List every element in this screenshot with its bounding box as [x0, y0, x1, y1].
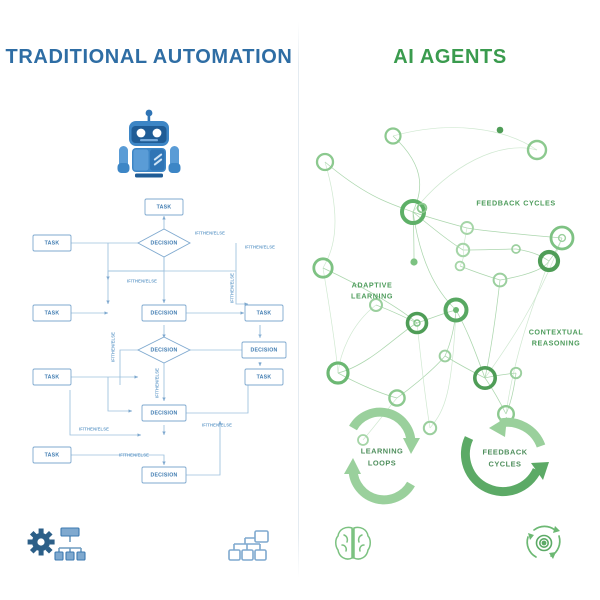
flow-node-task: TASK — [32, 446, 72, 464]
flow-node-task: TASK — [244, 304, 284, 322]
flow-condition-labels: IF/THEN/ELSE IF/THEN/ELSE IF/THEN/ELSE I… — [79, 231, 275, 458]
network-region-labels: FEEDBACK CYCLES ADAPTIVE LEARNING CONTEX… — [351, 199, 583, 348]
flow-node-task: TASK — [244, 368, 284, 386]
svg-text:DECISION: DECISION — [150, 348, 177, 354]
svg-text:REASONING: REASONING — [532, 339, 580, 348]
svg-text:IF/THEN/ELSE: IF/THEN/ELSE — [79, 427, 109, 432]
flow-node-decision: DECISION — [136, 336, 192, 364]
robot-icon — [117, 109, 181, 178]
feedback-cycles-diagram: FEEDBACK CYCLES — [460, 417, 549, 497]
ai-agents-panel: AI AGENTS — [300, 0, 600, 600]
svg-text:DECISION: DECISION — [150, 311, 177, 317]
svg-text:DECISION: DECISION — [150, 241, 177, 247]
traditional-flowchart: TASK TASK TASK TASK TASK TASK TASK DECIS… — [32, 198, 287, 484]
left-panel-title: TRADITIONAL AUTOMATION — [5, 46, 293, 68]
svg-text:TASK: TASK — [257, 375, 272, 381]
svg-text:IF/THEN/ELSE: IF/THEN/ELSE — [202, 423, 232, 428]
svg-text:TASK: TASK — [257, 311, 272, 317]
hierarchy-icon — [228, 530, 269, 561]
svg-text:LEARNING: LEARNING — [351, 292, 393, 301]
right-panel-title: AI AGENTS — [393, 46, 507, 68]
flow-node-task: TASK — [32, 304, 72, 322]
flow-node-decision: DECISION — [141, 404, 187, 422]
traditional-automation-panel: TRADITIONAL AUTOMATION — [0, 0, 298, 600]
learning-loops-label-line1: LEARNING — [361, 447, 404, 456]
label-contextual-reasoning: CONTEXTUAL — [529, 328, 584, 337]
flow-task-nodes: TASK TASK TASK TASK TASK TASK TASK — [32, 198, 284, 464]
feedback-cycles-label-line1: FEEDBACK — [482, 448, 527, 457]
svg-text:IF/THEN/ELSE: IF/THEN/ELSE — [245, 245, 275, 250]
svg-text:TASK: TASK — [45, 453, 60, 459]
feedback-cycles-label-line2: CYCLES — [489, 460, 522, 469]
gear-workflow-icon — [27, 527, 86, 561]
flow-node-task: TASK — [32, 234, 72, 252]
svg-text:DECISION: DECISION — [150, 473, 177, 479]
svg-text:TASK: TASK — [45, 241, 60, 247]
flow-decision-nodes: DECISION DECISION DECISION DECISION DECI… — [136, 228, 287, 484]
svg-text:TASK: TASK — [157, 205, 172, 211]
svg-text:IF/THEN/ELSE: IF/THEN/ELSE — [195, 231, 225, 236]
flow-node-task: TASK — [32, 368, 72, 386]
learning-loops-diagram: LEARNING LOOPS — [344, 407, 420, 505]
svg-text:TASK: TASK — [45, 375, 60, 381]
flow-node-decision: DECISION — [141, 466, 187, 484]
svg-text:IF/THEN/ELSE: IF/THEN/ELSE — [111, 332, 116, 362]
svg-text:IF/THEN/ELSE: IF/THEN/ELSE — [127, 279, 157, 284]
label-feedback-cycles: FEEDBACK CYCLES — [476, 199, 555, 208]
svg-text:IF/THEN/ELSE: IF/THEN/ELSE — [230, 273, 235, 303]
flow-node-decision: DECISION — [241, 341, 287, 359]
svg-text:IF/THEN/ELSE: IF/THEN/ELSE — [155, 368, 160, 398]
flow-node-decision: DECISION — [137, 228, 191, 258]
label-adaptive-learning: ADAPTIVE — [352, 281, 393, 290]
learning-loops-label-line2: LOOPS — [368, 459, 396, 468]
panel-divider — [298, 22, 299, 578]
svg-text:IF/THEN/ELSE: IF/THEN/ELSE — [119, 453, 149, 458]
svg-text:TASK: TASK — [45, 311, 60, 317]
flow-node-task: TASK — [144, 198, 184, 216]
svg-text:DECISION: DECISION — [150, 411, 177, 417]
flow-node-decision: DECISION — [141, 304, 187, 322]
brain-icon — [335, 526, 371, 560]
svg-text:DECISION: DECISION — [250, 348, 277, 354]
recursion-cycle-icon — [526, 525, 561, 559]
